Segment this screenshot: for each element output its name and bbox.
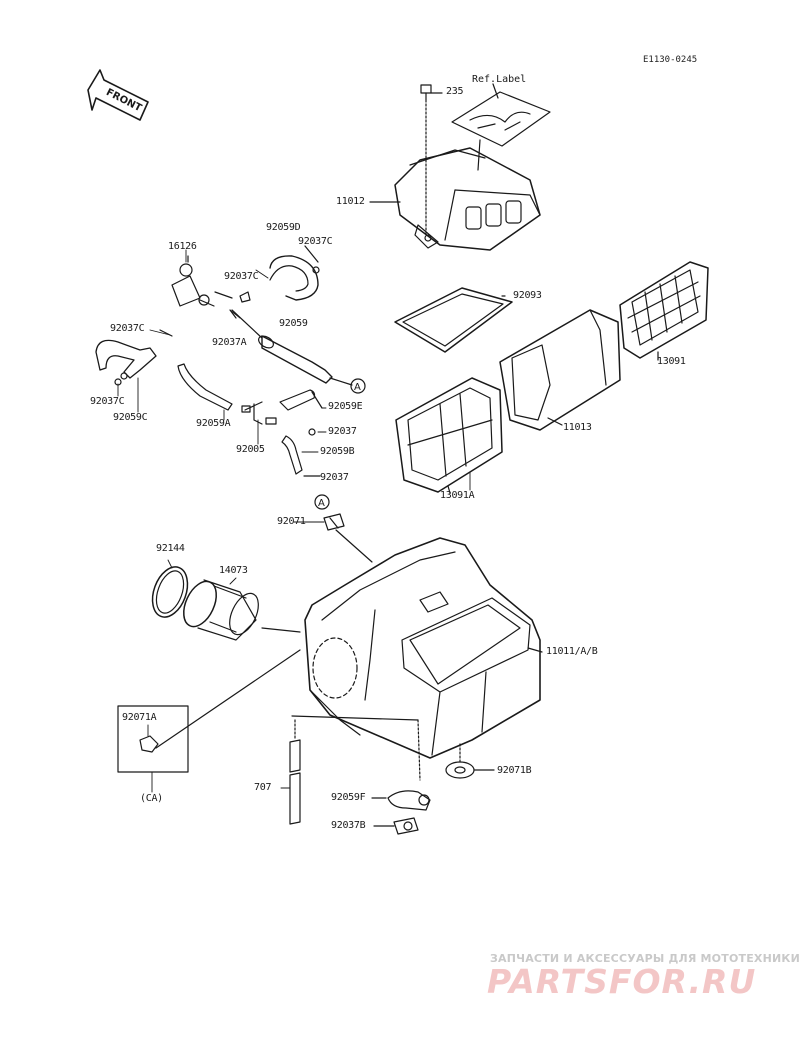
label-92059e: 92059E: [328, 401, 363, 412]
label-92071b: 92071B: [497, 765, 532, 776]
filter-frame-13091: [619, 261, 709, 361]
label-92059d: 92059D: [266, 222, 301, 233]
label-13091a: 13091A: [440, 490, 475, 501]
svg-text:A: A: [318, 498, 325, 509]
label-92144: 92144: [156, 543, 185, 554]
clamp-ring-92144: [151, 566, 189, 618]
label-235: 235: [446, 86, 464, 97]
front-arrow-icon: FRONT: [87, 69, 149, 121]
label-92059: 92059: [279, 318, 308, 329]
callout-a-upper: A: [350, 378, 366, 394]
drain-hose-707: [289, 715, 421, 825]
drain-plug-set: [371, 790, 431, 835]
ca-inset-box: [117, 649, 301, 773]
leader-lines: [117, 249, 471, 793]
label-92037c-mid: 92037C: [224, 271, 259, 282]
bolt-235: [420, 84, 443, 236]
ref-label-text: Ref.Label: [472, 74, 526, 85]
label-92037c-bottom: 92037C: [90, 396, 125, 407]
watermark-tagline: ЗАПЧАСТИ И АКСЕССУАРЫ ДЛЯ МОТОТЕХНИКИ: [490, 952, 800, 965]
label-92071a: 92071A: [122, 712, 157, 723]
diagram-code: E1130-0245: [643, 55, 698, 65]
watermark-logo: PARTSFOR.RU: [487, 962, 757, 1001]
label-92037-a: 92037: [328, 426, 357, 437]
label-92037a: 92037A: [212, 337, 247, 348]
label-92037c-top: 92037C: [298, 236, 333, 247]
label-92093: 92093: [513, 290, 542, 301]
label-92037b: 92037B: [331, 820, 366, 831]
label-11012: 11012: [336, 196, 365, 207]
air-filter-cap: [369, 147, 541, 251]
filter-frame-13091a: [395, 377, 503, 494]
breather-hoses: [95, 245, 353, 477]
label-ca: (CA): [140, 793, 163, 804]
intake-duct-14073: [183, 579, 259, 641]
front-arrow-label: FRONT: [104, 87, 143, 114]
label-16126: 16126: [168, 241, 197, 252]
label-92037c-left: 92037C: [110, 323, 145, 334]
gasket-92093: [394, 287, 513, 353]
label-11013: 11013: [563, 422, 592, 433]
label-707: 707: [254, 782, 272, 793]
ref-label-plate: Ref.Label: [451, 74, 551, 171]
grommet-92071: [323, 513, 373, 563]
air-cleaner-housing: [261, 537, 543, 759]
label-92059a: 92059A: [196, 418, 231, 429]
label-92005: 92005: [236, 444, 265, 455]
label-92059f: 92059F: [331, 792, 366, 803]
label-14073: 14073: [219, 565, 248, 576]
svg-text:A: A: [354, 382, 361, 393]
label-13091: 13091: [657, 356, 686, 367]
label-92037-b: 92037: [320, 472, 349, 483]
filter-element-11013: [499, 309, 621, 431]
label-92059c: 92059C: [113, 412, 148, 423]
label-92059b: 92059B: [320, 446, 355, 457]
label-92071: 92071: [277, 516, 306, 527]
label-11011: 11011/A/B: [546, 646, 598, 657]
washer-92071b: [445, 743, 495, 779]
callout-a-lower: A: [314, 494, 330, 510]
